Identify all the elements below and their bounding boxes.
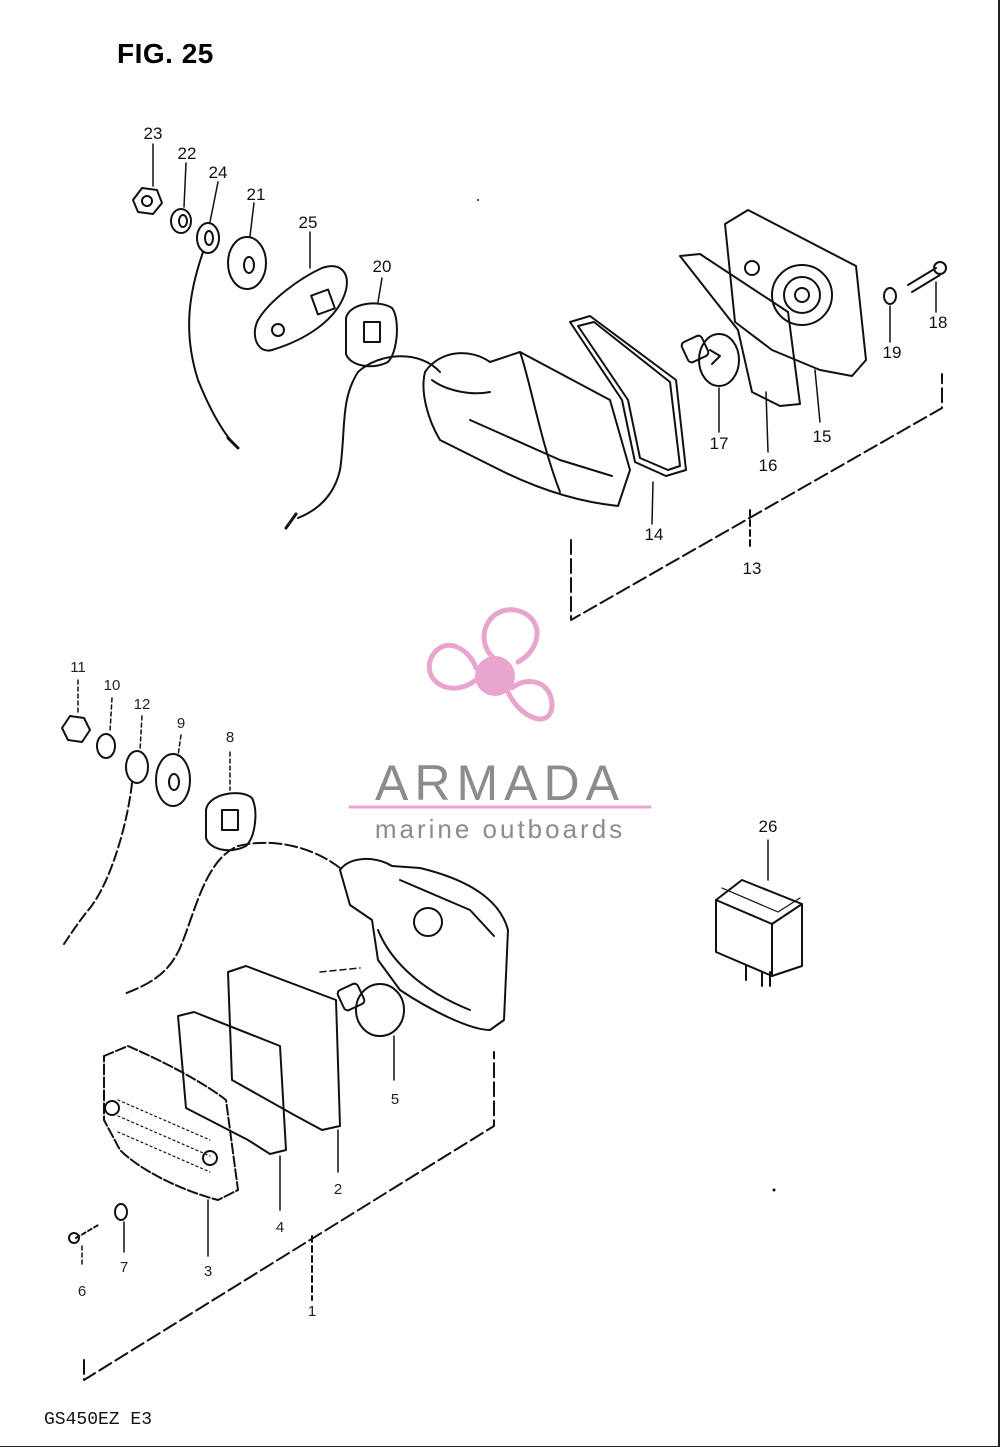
part-ground-lead-24: [188, 222, 240, 450]
watermark-tagline: marine outboards: [375, 814, 625, 844]
part-grommet-8: [205, 792, 257, 852]
callout-19: 19: [883, 343, 902, 362]
callout-8: 8: [226, 729, 234, 746]
part-gasket-16: [679, 253, 801, 407]
callout-22: 22: [178, 144, 197, 163]
part-lens-15: [724, 209, 867, 377]
part-washer-7: [114, 1203, 128, 1221]
callout-labels: 23 22 24 21 25 20 14 17 16 15 19 18 13 1…: [70, 124, 947, 1320]
propeller-icon: [426, 607, 555, 722]
callout-2: 2: [334, 1181, 342, 1198]
callout-9: 9: [177, 715, 185, 732]
group-bracket-1: [83, 1051, 495, 1381]
callout-18: 18: [929, 313, 948, 332]
part-lockwasher-10: [96, 733, 116, 759]
callout-1: 1: [308, 1303, 316, 1320]
callout-21: 21: [247, 185, 266, 204]
part-ground-lead-12: [63, 750, 149, 945]
callout-11: 11: [70, 659, 86, 676]
part-housing-upper: [422, 351, 631, 507]
part-lens-3: [103, 1045, 239, 1201]
upper-turn-signal-assembly: [132, 143, 947, 621]
callout-25: 25: [299, 213, 318, 232]
part-gasket-2: [227, 965, 341, 1131]
part-grommet-20: [345, 302, 398, 368]
group-bracket-13: [570, 373, 943, 621]
watermark-brand: ARMADA: [375, 755, 625, 811]
callout-6: 6: [78, 1283, 86, 1300]
watermark: ARMADA marine outboards: [348, 607, 652, 844]
callout-13: 13: [743, 559, 762, 578]
part-bulb-17: [680, 333, 740, 387]
callout-26: 26: [759, 817, 778, 836]
part-gasket-14: [569, 315, 687, 477]
part-nut-11: [61, 715, 91, 743]
part-housing-lower: [339, 858, 509, 1031]
callout-10: 10: [104, 677, 121, 694]
callout-23: 23: [144, 124, 163, 143]
callout-12: 12: [134, 696, 151, 713]
part-nut-23: [132, 187, 163, 215]
figure-title: FIG. 25: [117, 38, 214, 69]
part-screw-6: [68, 1223, 101, 1244]
callout-24: 24: [209, 163, 228, 182]
part-signal-wire-lower: [123, 841, 341, 995]
lower-turn-signal-assembly: [61, 679, 509, 1381]
callout-14: 14: [645, 525, 664, 544]
part-bulb-5: [319, 967, 405, 1037]
part-gasket-4: [177, 1011, 287, 1155]
callout-7: 7: [120, 1259, 128, 1276]
callout-15: 15: [813, 427, 832, 446]
part-screw-18: [907, 261, 947, 293]
callout-5: 5: [391, 1091, 399, 1108]
part-bracket-25: [253, 265, 348, 352]
callout-16: 16: [759, 456, 778, 475]
model-code: GS450EZ E3: [44, 1410, 153, 1430]
part-washer-21: [227, 236, 267, 290]
part-signal-wire: [297, 355, 441, 519]
callout-4: 4: [276, 1219, 284, 1236]
callout-17: 17: [710, 434, 729, 453]
callout-3: 3: [204, 1263, 212, 1280]
part-washer-19: [883, 287, 897, 305]
part-relay-26: [715, 839, 803, 987]
part-lockwasher-22: [170, 208, 192, 234]
callout-20: 20: [373, 257, 392, 276]
part-washer-9: [155, 753, 191, 807]
